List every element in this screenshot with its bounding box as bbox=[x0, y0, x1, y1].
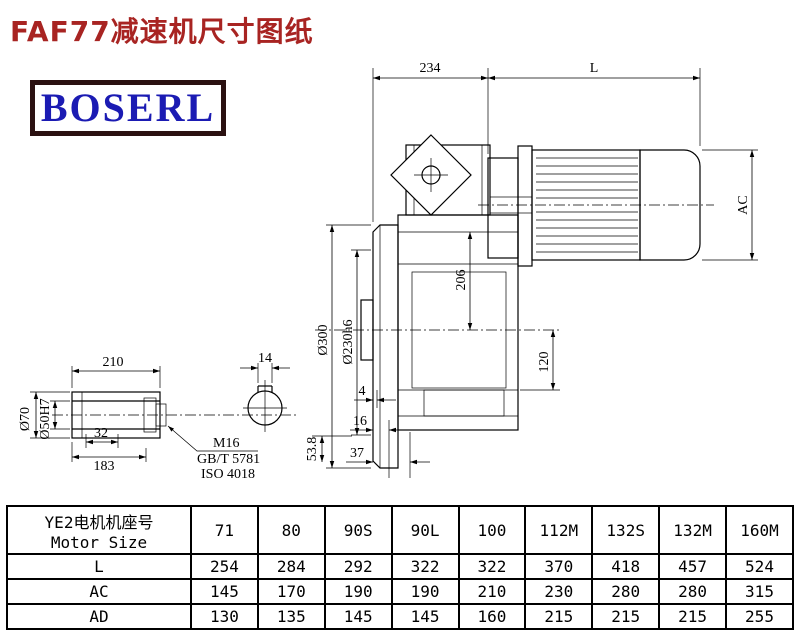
cell: 215 bbox=[524, 603, 594, 630]
table-row-AC: AC 145 170 190 190 210 230 280 280 315 bbox=[6, 578, 794, 605]
dim-AC-label: AC bbox=[736, 195, 751, 214]
motor-adapter bbox=[487, 157, 519, 259]
dim-210-label: 210 bbox=[103, 355, 124, 370]
cell: 190 bbox=[323, 578, 393, 605]
cell: 284 bbox=[256, 553, 326, 580]
cell: 254 bbox=[190, 553, 259, 580]
cell: 135 bbox=[256, 603, 326, 630]
col-header: 90S bbox=[323, 505, 393, 555]
dim-face-offsets: 4 16 37 53.8 bbox=[305, 384, 430, 478]
brand-logo-text: BOSERL bbox=[40, 85, 216, 130]
mounting-flange bbox=[372, 224, 399, 469]
dim-flange-diameters: Ø300 Ø230h6 bbox=[316, 224, 371, 469]
cell: 210 bbox=[457, 578, 527, 605]
gearbox-body bbox=[397, 214, 519, 431]
table-row-L: L 254 284 292 322 322 370 418 457 524 bbox=[6, 553, 794, 580]
motor-size-header-cell: YE2电机机座号 Motor Size bbox=[6, 505, 192, 555]
dim-206-group: 206 bbox=[454, 232, 473, 330]
cell: 315 bbox=[725, 578, 794, 605]
table-row-AD: AD 130 135 145 145 160 215 215 215 255 bbox=[6, 603, 794, 630]
row-label: L bbox=[6, 553, 192, 580]
thread-callout: M16 GB/T 5781 ISO 4018 bbox=[167, 425, 260, 482]
dim-53-8-label: 53.8 bbox=[305, 437, 320, 462]
dim-32-label: 32 bbox=[94, 426, 108, 441]
cell: 280 bbox=[658, 578, 727, 605]
header-line1: YE2电机机座号 bbox=[44, 512, 154, 532]
row-label: AC bbox=[6, 578, 192, 605]
cell: 170 bbox=[256, 578, 326, 605]
motor-size-table: YE2电机机座号 Motor Size 71 80 90S 90L 100 11… bbox=[6, 505, 794, 630]
gearbox bbox=[315, 134, 562, 469]
cell: 418 bbox=[591, 553, 661, 580]
motor-body bbox=[531, 149, 641, 261]
col-header: 160M bbox=[725, 505, 794, 555]
cell: 322 bbox=[457, 553, 527, 580]
keyway-section-view: 14 bbox=[240, 351, 290, 432]
cell: 145 bbox=[190, 578, 259, 605]
cell: 160 bbox=[457, 603, 527, 630]
col-header: 132M bbox=[658, 505, 727, 555]
dim-4-label: 4 bbox=[359, 384, 366, 399]
cell: 145 bbox=[390, 603, 460, 630]
dim-14-label: 14 bbox=[258, 351, 272, 366]
dim-50-label: Ø50H7 bbox=[38, 398, 53, 439]
dim-120-label: 120 bbox=[537, 352, 552, 373]
hollow-shaft-view: 210 32 183 Ø70 Ø50H7 bbox=[18, 355, 298, 474]
header-line2: Motor Size bbox=[50, 532, 148, 552]
motor-front-flange bbox=[517, 145, 533, 267]
dim-top-group: 234 L bbox=[372, 61, 701, 222]
cell: 215 bbox=[658, 603, 727, 630]
cell: 130 bbox=[190, 603, 259, 630]
cell: 524 bbox=[725, 553, 794, 580]
dim-234-label: 234 bbox=[420, 61, 441, 76]
col-header: 132S bbox=[591, 505, 661, 555]
leader-line bbox=[167, 425, 258, 452]
table-header-row: YE2电机机座号 Motor Size 71 80 90S 90L 100 11… bbox=[6, 505, 794, 555]
cell: 190 bbox=[390, 578, 460, 605]
cell: 280 bbox=[591, 578, 661, 605]
dim-120-group: 120 bbox=[520, 330, 560, 391]
cell: 230 bbox=[524, 578, 594, 605]
lower-boss bbox=[423, 389, 505, 417]
dim-16-label: 16 bbox=[353, 414, 367, 429]
dim-37-label: 37 bbox=[350, 446, 364, 461]
dim-spigot-dia-label: Ø230h6 bbox=[341, 319, 356, 364]
cell: 292 bbox=[323, 553, 393, 580]
brand-logo: BOSERL bbox=[30, 80, 226, 136]
motor bbox=[478, 145, 714, 267]
col-header: 80 bbox=[256, 505, 326, 555]
cell: 457 bbox=[658, 553, 727, 580]
thread-standard-label: GB/T 5781 bbox=[197, 452, 260, 467]
col-header: 112M bbox=[524, 505, 594, 555]
cell: 322 bbox=[390, 553, 460, 580]
dim-206-label: 206 bbox=[454, 270, 469, 291]
col-header: 90L bbox=[390, 505, 460, 555]
col-header: 71 bbox=[190, 505, 259, 555]
cell: 145 bbox=[323, 603, 393, 630]
cell: 370 bbox=[524, 553, 594, 580]
row-label: AD bbox=[6, 603, 192, 630]
cell: 215 bbox=[591, 603, 661, 630]
dim-L-label: L bbox=[590, 61, 599, 76]
thread-spec-label: M16 bbox=[213, 436, 239, 451]
dim-ac-group: AC bbox=[702, 149, 758, 261]
technical-drawing: 234 L AC bbox=[18, 61, 758, 482]
dim-70-label: Ø70 bbox=[18, 407, 33, 431]
dim-183-label: 183 bbox=[94, 459, 115, 474]
cell: 255 bbox=[725, 603, 794, 630]
thread-iso-label: ISO 4018 bbox=[201, 467, 255, 482]
fan-cowl bbox=[639, 149, 701, 261]
page-title: FAF77减速机尺寸图纸 bbox=[10, 15, 314, 48]
dim-flange-dia-label: Ø300 bbox=[316, 324, 331, 355]
col-header: 100 bbox=[457, 505, 527, 555]
